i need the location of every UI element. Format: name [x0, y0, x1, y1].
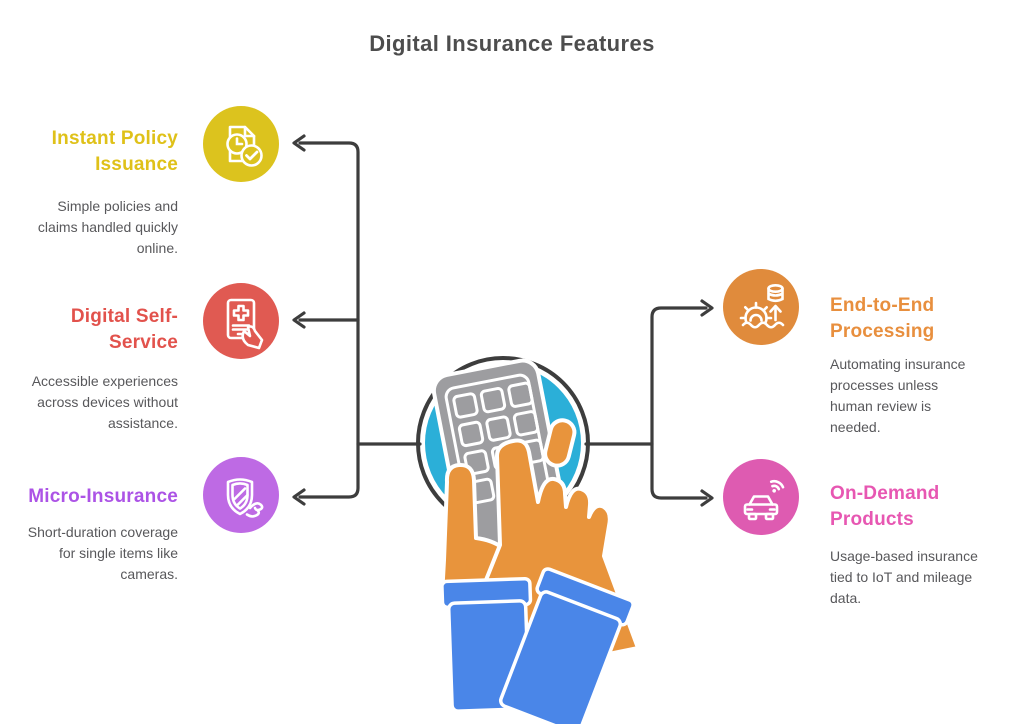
arrowhead-right-bottom-icon: [700, 489, 714, 507]
arrowhead-left-top-icon: [292, 134, 306, 152]
document-clock-check-icon: [226, 125, 263, 167]
feature-desc-digital-self-service: Accessible experiences across devices wi…: [31, 373, 178, 431]
arrowhead-left-bottom-icon: [292, 488, 306, 506]
feature-circle-digital-self-service: [203, 283, 279, 359]
right-sleeve: [498, 567, 635, 724]
feature-title-digital-self-service: Digital Self- Service: [70, 306, 178, 353]
feature-circle-micro-insurance: [203, 457, 279, 533]
feature-desc-on-demand-products: Usage-based insurance tied to IoT and mi…: [830, 548, 978, 606]
right-hand-back-finger: [543, 418, 577, 468]
connector-right-trunk: [650, 306, 708, 500]
feature-circle-instant-policy-issuance: [203, 106, 279, 182]
feature-circle-on-demand-products: [723, 459, 799, 535]
shield-wind-icon: [226, 478, 264, 518]
feature-title-instant-policy-issuance: Instant Policy Issuance: [51, 128, 178, 175]
hands-holding-phone-illustration: [416, 356, 640, 724]
feature-title-micro-insurance: Micro-Insurance: [28, 486, 178, 507]
arrowhead-right-top-icon: [700, 299, 714, 317]
gear-database-arrow-icon: [739, 283, 785, 334]
feature-title-on-demand-products: On-Demand Products: [830, 483, 940, 530]
feature-desc-instant-policy-issuance: Simple policies and claims handled quick…: [37, 198, 178, 256]
feature-desc-micro-insurance: Short-duration coverage for single items…: [27, 524, 178, 582]
connector-lines: [292, 134, 714, 507]
feature-circle-end-to-end-processing: [723, 269, 799, 345]
car-wifi-icon: [743, 479, 785, 521]
page-title: Digital Insurance Features: [369, 31, 655, 56]
feature-desc-end-to-end-processing: Automating insurance processes unless hu…: [830, 356, 966, 435]
tablet-medical-hand-icon: [226, 298, 264, 350]
arrowhead-left-middle-icon: [292, 311, 306, 329]
feature-title-end-to-end-processing: End-to-End Processing: [830, 295, 935, 342]
